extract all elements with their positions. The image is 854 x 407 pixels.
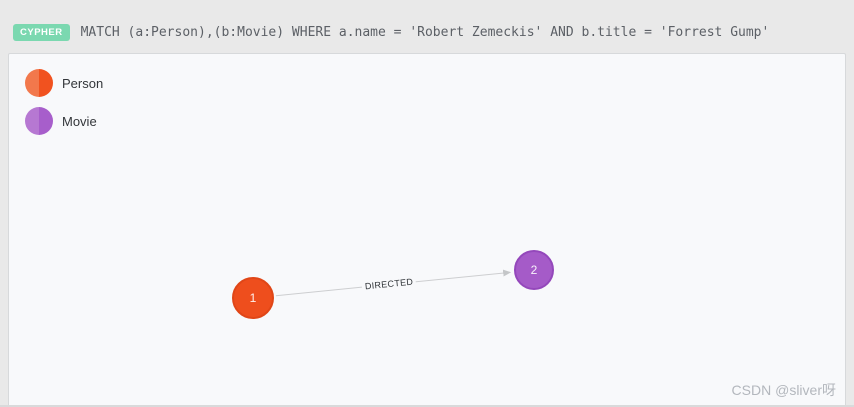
- graph-node-person[interactable]: 1: [232, 277, 274, 319]
- legend-item-person[interactable]: Person: [25, 69, 103, 97]
- movie-node-swatch-icon: [25, 107, 53, 135]
- person-node-swatch-icon: [25, 69, 53, 97]
- query-bar: CYPHER MATCH (a:Person),(b:Movie) WHERE …: [0, 0, 854, 53]
- watermark-text: CSDN @sliver呀: [731, 382, 836, 398]
- bottom-divider: [0, 405, 854, 407]
- cypher-query-text[interactable]: MATCH (a:Person),(b:Movie) WHERE a.name …: [80, 25, 770, 40]
- legend-item-label: Movie: [62, 113, 97, 129]
- graph-result-panel: Person Movie DIRECTED 1 2 CSDN @sliver呀: [8, 53, 846, 407]
- graph-node-movie[interactable]: 2: [514, 250, 554, 290]
- legend-item-movie[interactable]: Movie: [25, 107, 103, 135]
- cypher-badge: CYPHER: [13, 24, 70, 41]
- legend-item-label: Person: [62, 75, 104, 91]
- graph-legend: Person Movie: [25, 69, 103, 145]
- graph-canvas[interactable]: [9, 54, 845, 407]
